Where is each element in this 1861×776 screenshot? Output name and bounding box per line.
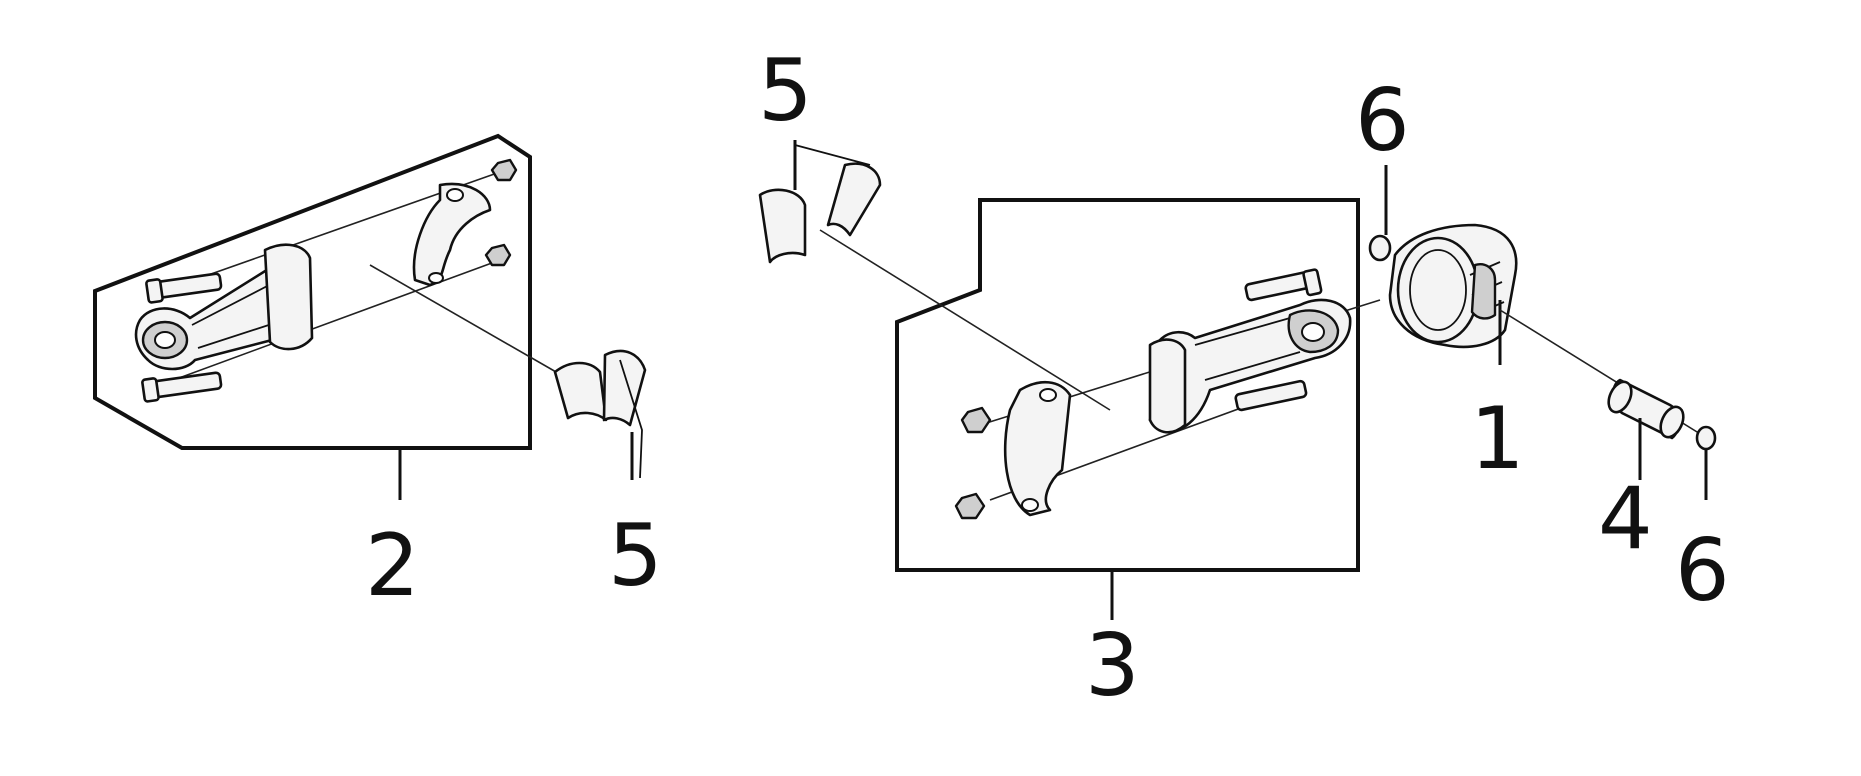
callout-bearing-shell-left: 5 [608, 506, 663, 606]
rod-cap-center [1003, 381, 1072, 517]
callout-rod-assembly-left: 2 [365, 516, 420, 616]
rod-assembly-right-group [758, 140, 1381, 620]
rod-nut-left-lower [484, 243, 512, 267]
rod-bolt-left-upper [145, 272, 223, 304]
callout-circlip-top: 6 [1355, 71, 1410, 171]
rod-bolt-center-upper [1244, 268, 1323, 302]
center-axis-bearing [819, 229, 1111, 411]
callout-bearing-shell-top: 5 [758, 41, 813, 141]
circlip-right [1695, 425, 1717, 451]
bearing-shell-top [758, 144, 882, 264]
callout-piston: 1 [1470, 389, 1525, 489]
rod-bolt-center-lower [1234, 379, 1308, 412]
piston-group [1368, 165, 1717, 500]
left-axis-lower [159, 259, 501, 386]
callout-piston-pin: 4 [1598, 469, 1653, 569]
callout-circlip-right: 6 [1675, 521, 1730, 621]
callout-rod-assembly-right: 3 [1085, 616, 1140, 716]
bearing-shell-left [553, 349, 647, 479]
rod-assembly-left-group [93, 133, 647, 500]
rod-assembly-left-frame [93, 133, 532, 450]
piston-pin [1607, 378, 1685, 440]
circlip-top [1368, 234, 1392, 262]
rod-assembly-right-frame [895, 198, 1360, 572]
connecting-rod-left [134, 243, 314, 371]
rod-cap-left [412, 182, 492, 287]
rod-nut-center-lower [954, 492, 986, 520]
rod-nut-center-upper [960, 406, 992, 434]
rod-bolt-left-lower [141, 371, 223, 403]
piston [1388, 223, 1518, 349]
left-axis-bearing [369, 264, 571, 381]
connecting-rod-center [1148, 298, 1352, 434]
rod-nut-left-upper [490, 158, 518, 182]
